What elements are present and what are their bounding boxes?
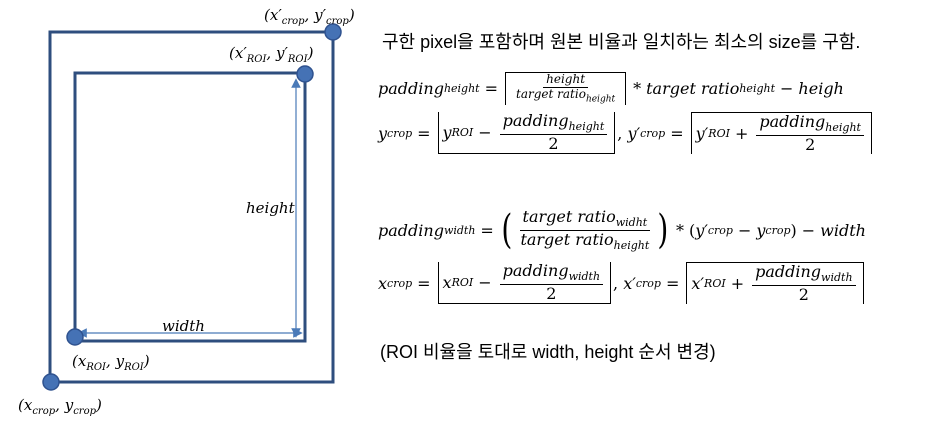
label-roi-top-right: (x′ROI, y′ROI) [229, 44, 314, 65]
crop-box [48, 30, 335, 384]
label-width: width [162, 317, 205, 335]
roi-box [73, 71, 307, 343]
label-crop-bottom-left: (xcrop, ycrop) [18, 396, 102, 417]
label-roi-bottom-left: (xROI, yROI) [72, 352, 150, 373]
crop-bottom-left-dot [42, 373, 60, 391]
crop-roi-diagram: (x′crop, y′crop) (x′ROI, y′ROI) height w… [18, 6, 355, 417]
label-crop-top-right: (x′crop, y′crop) [264, 6, 355, 27]
label-height: height [246, 199, 296, 217]
roi-top-right-dot [296, 65, 314, 83]
crop-top-right-dot [324, 23, 342, 41]
note-text: (ROI 비율을 토대로 width, height 순서 변경) [380, 342, 716, 362]
heading-text: 구한 pixel을 포함하며 원본 비율과 일치하는 최소의 size를 구함. [382, 32, 861, 52]
roi-bottom-left-dot [66, 328, 84, 346]
